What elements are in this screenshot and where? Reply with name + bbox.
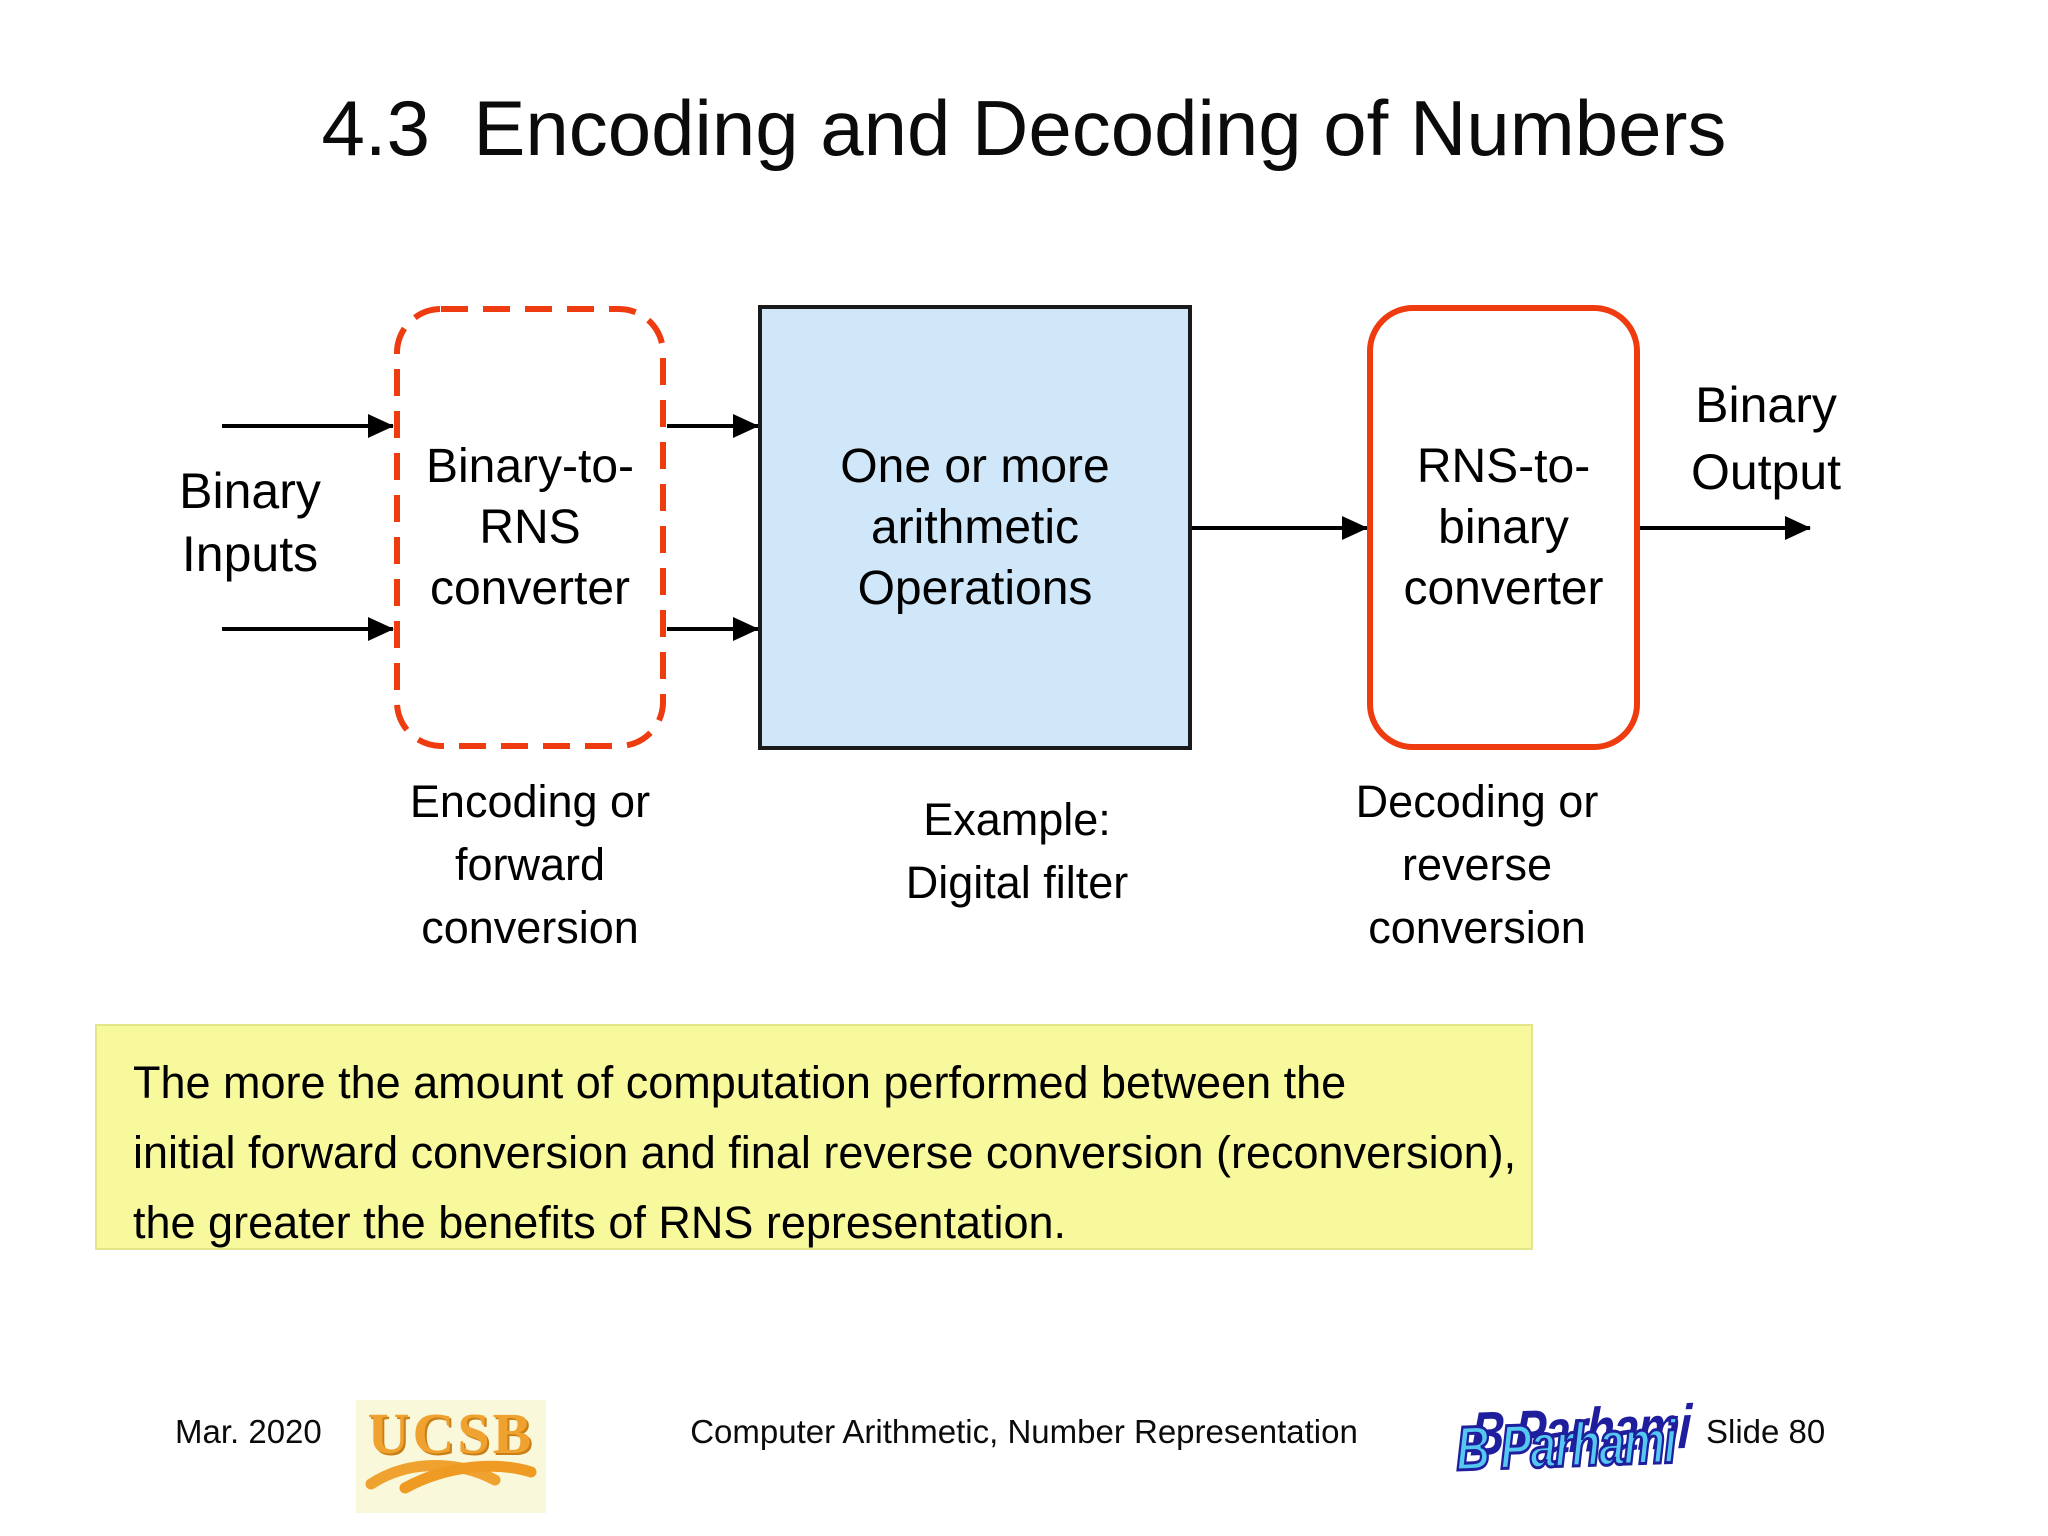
ops-to-decoder-arrow: [1192, 526, 1367, 530]
encoder-caption: Encoding or forward conversion: [370, 770, 690, 959]
note-line3: the greater the benefits of RNS represen…: [133, 1197, 1067, 1248]
output-arrow: [1640, 526, 1810, 530]
encoder-caption-line2: forward: [454, 839, 606, 890]
encoder-caption-line1: Encoding or: [409, 776, 651, 827]
operations-box-line1: One or more: [840, 440, 1110, 493]
binary-inputs-line2: Inputs: [181, 526, 319, 582]
encoder-box: Binary-to- RNS converter: [393, 305, 667, 750]
encoder-box-line2: RNS: [479, 501, 581, 554]
encoder-box-line1: Binary-to-: [425, 440, 635, 493]
encoder-to-ops-arrow-top: [667, 424, 758, 428]
parhami-logo-text: B Parhami: [1453, 1406, 1677, 1485]
footer-course-title: Computer Arithmetic, Number Representati…: [690, 1413, 1358, 1450]
ucsb-logo-text: UCSB: [367, 1401, 535, 1466]
decoder-box-line1: RNS-to-: [1416, 440, 1591, 493]
input-arrow-top: [222, 424, 393, 428]
binary-output-label: Binary Output: [1646, 372, 1886, 506]
operations-caption: Example: Digital filter: [857, 788, 1177, 914]
operations-box: One or more arithmetic Operations: [758, 305, 1192, 750]
page-title: 4.3 Encoding and Decoding of Numbers: [321, 84, 1727, 172]
binary-output-line1: Binary: [1695, 377, 1837, 433]
encoder-caption-line3: conversion: [421, 902, 639, 953]
binary-output-line2: Output: [1690, 444, 1842, 500]
parhami-logo: B Parhami B Parhami: [1450, 1386, 1692, 1509]
operations-box-line2: arithmetic: [870, 501, 1080, 554]
binary-inputs-line1: Binary: [179, 463, 321, 519]
input-arrow-bottom: [222, 627, 393, 631]
note-line2: initial forward conversion and final rev…: [133, 1127, 1517, 1178]
encoder-to-ops-arrow-bottom: [667, 627, 758, 631]
decoder-caption-line1: Decoding or: [1355, 776, 1599, 827]
ucsb-logo: UCSB: [356, 1400, 546, 1513]
decoder-caption-line2: reverse: [1401, 839, 1553, 890]
decoder-caption-line3: conversion: [1368, 902, 1586, 953]
decoder-box-line3: converter: [1403, 562, 1604, 615]
note-line1: The more the amount of computation perfo…: [133, 1057, 1347, 1108]
decoder-box-line2: binary: [1438, 501, 1569, 554]
decoder-caption: Decoding or reverse conversion: [1317, 770, 1637, 959]
binary-inputs-label: Binary Inputs: [120, 460, 380, 586]
operations-caption-line1: Example:: [923, 794, 1111, 845]
encoder-box-label: Binary-to- RNS converter: [393, 305, 667, 750]
ucsb-wave-icon: [365, 1460, 537, 1494]
decoder-box: RNS-to- binary converter: [1367, 305, 1640, 750]
dashed-border-icon: [394, 306, 666, 749]
footer-date: Mar. 2020: [175, 1413, 322, 1450]
operations-box-line3: Operations: [857, 562, 1093, 615]
note-box: The more the amount of computation perfo…: [95, 1024, 1533, 1250]
operations-caption-line2: Digital filter: [905, 857, 1129, 908]
encoder-box-line3: converter: [429, 562, 631, 615]
footer-slide-number: Slide 80: [1706, 1413, 1826, 1450]
